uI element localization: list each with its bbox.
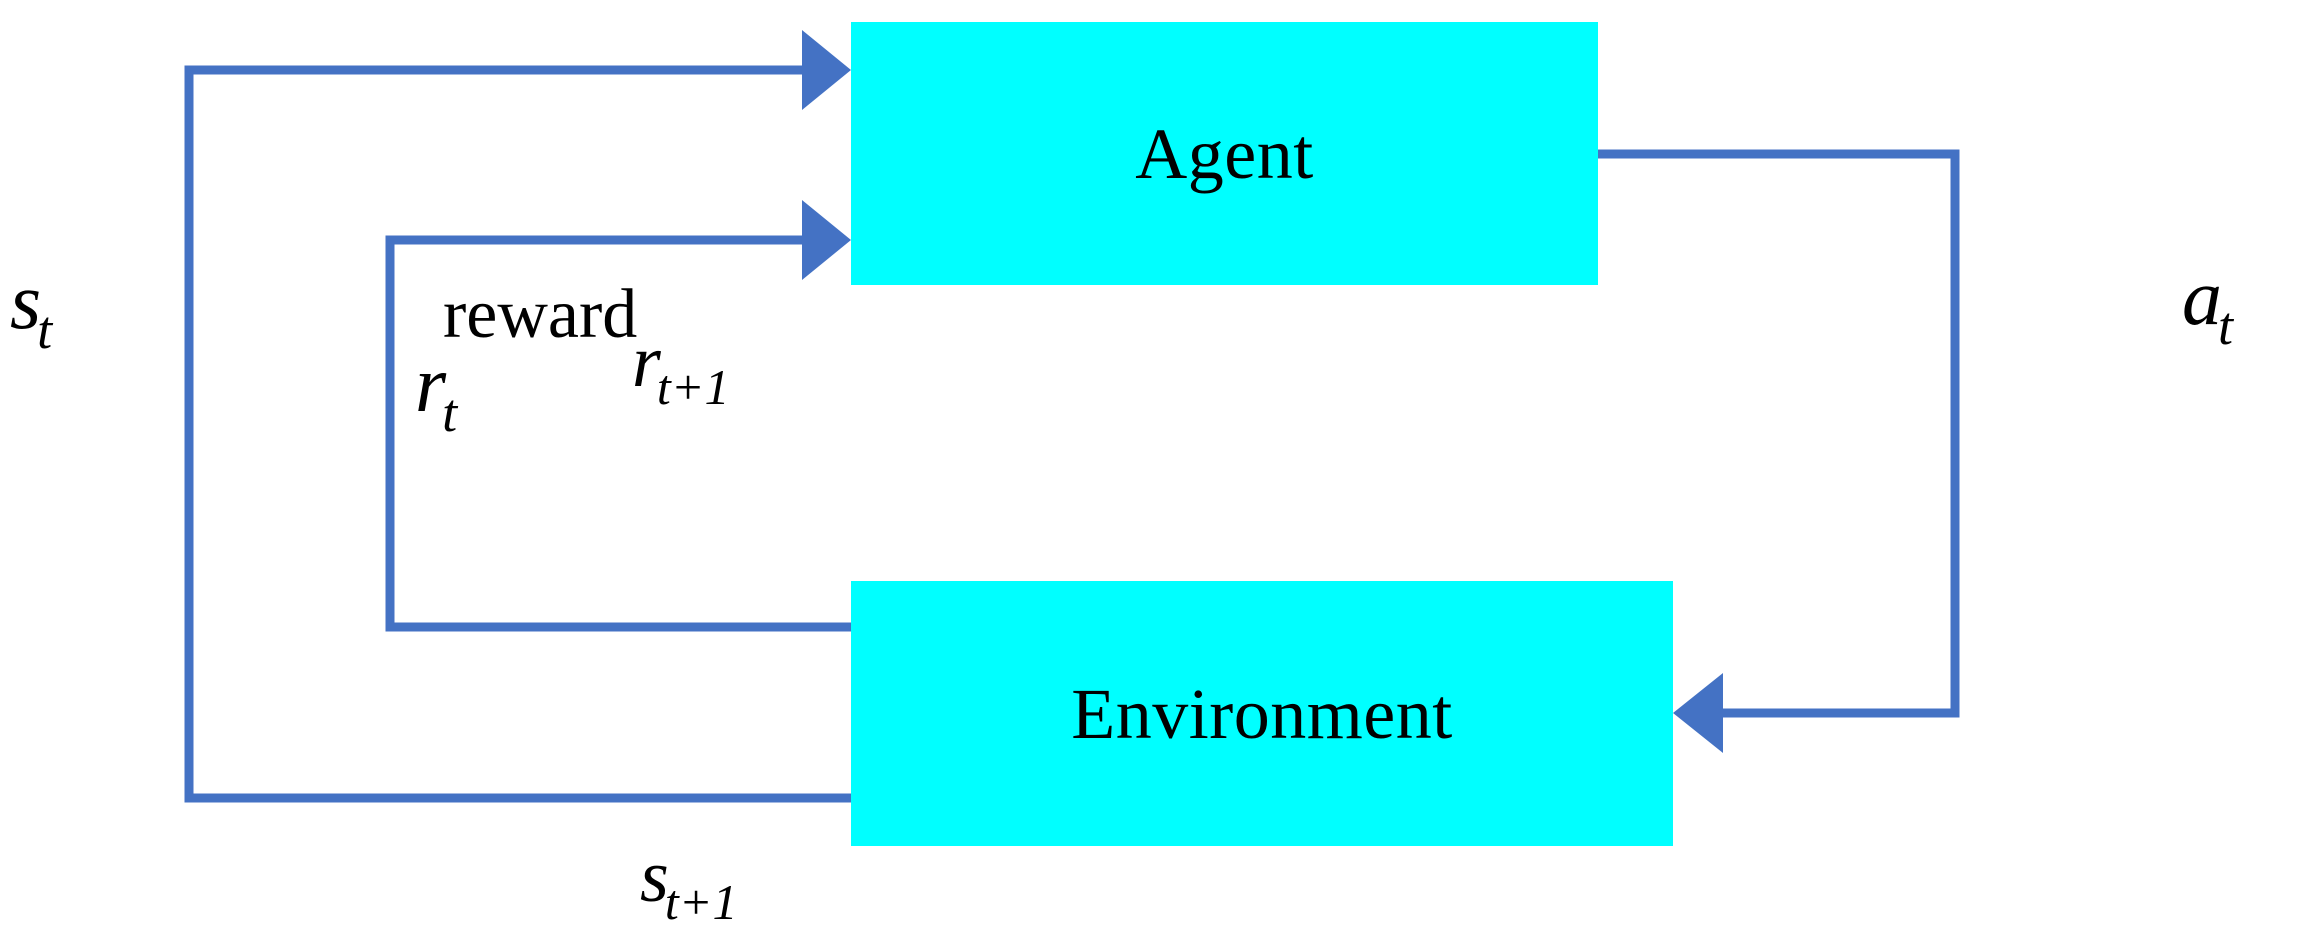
arrowhead-into-agent-top [802, 30, 851, 110]
reward-t-subscript: t [442, 383, 458, 443]
reward-t-plus-1-base: r [632, 321, 661, 403]
edge-reward-to-agent [385, 200, 851, 632]
state-t-base: s [10, 258, 42, 346]
reward-t-plus-1-label: rt+1 [632, 325, 733, 412]
reward-word-label: reward [443, 276, 638, 353]
state-t-plus-1-base: s [640, 836, 669, 918]
agent-node-label: Agent [1135, 113, 1314, 194]
arrowhead-into-agent-bottom [802, 200, 851, 280]
environment-node-label: Environment [1071, 673, 1453, 754]
reward-t-plus-1-subscript: t+1 [656, 359, 730, 415]
state-t-plus-1-label: st+1 [640, 840, 741, 927]
reward-t-base: r [415, 341, 447, 429]
edge-action-to-environment [1598, 149, 1960, 753]
state-t-subscript: t [37, 300, 53, 360]
action-t-label: at [2182, 258, 2237, 353]
state-t-plus-1-subscript: t+1 [664, 874, 738, 930]
state-t-label: st [10, 262, 56, 357]
environment-node[interactable]: Environment [851, 581, 1673, 846]
action-t-subscript: t [2218, 296, 2234, 356]
action-t-base: a [2182, 254, 2222, 342]
arrowhead-into-environment-right [1673, 673, 1723, 753]
edge-state-to-agent [184, 30, 851, 803]
agent-node[interactable]: Agent [851, 22, 1598, 285]
reward-t-label: rt [415, 345, 461, 440]
